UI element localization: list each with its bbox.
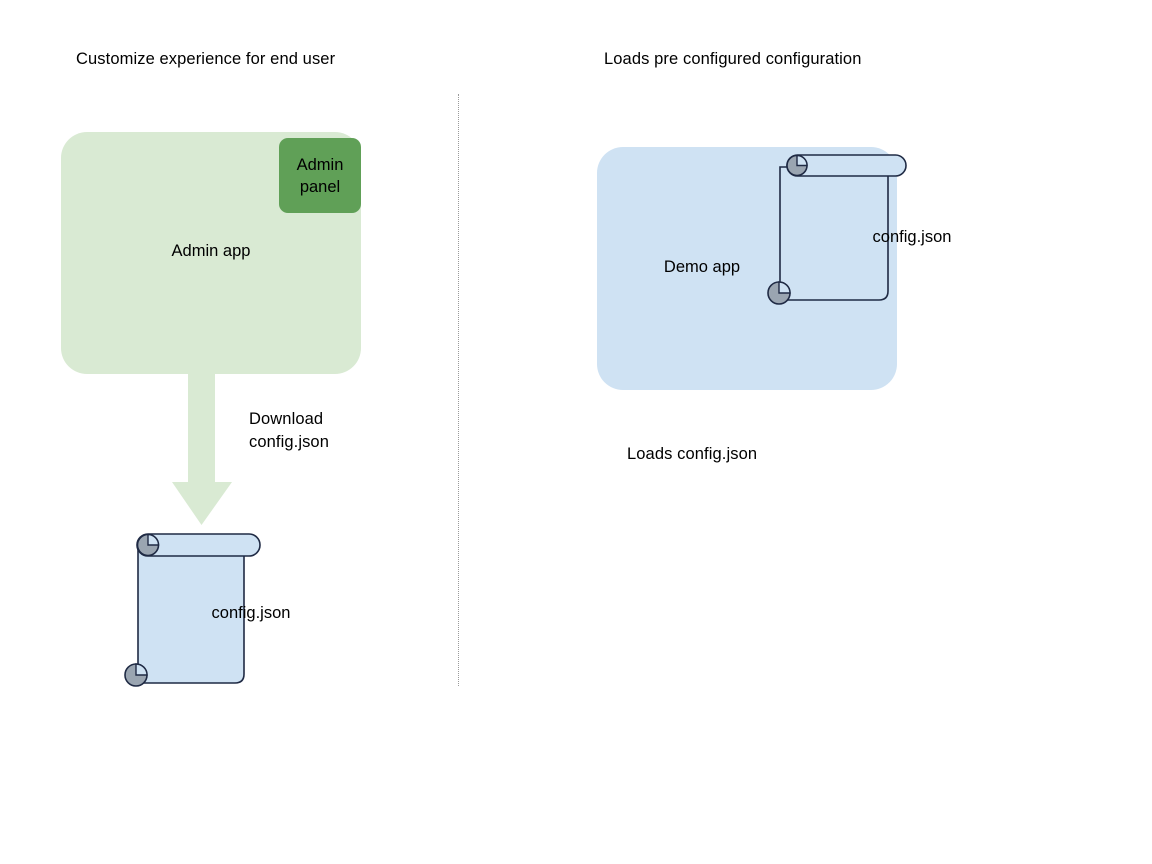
download-arrow-icon <box>172 372 232 525</box>
admin-panel-box[interactable]: Admin panel <box>279 138 361 213</box>
demo-app-label: Demo app <box>663 258 741 276</box>
admin-panel-label: Admin panel <box>296 155 344 196</box>
admin-app-label: Admin app <box>171 242 251 260</box>
scroll-document-icon <box>767 154 907 305</box>
section-heading-right: Loads pre configured configuration <box>604 50 862 68</box>
scroll-document-icon <box>124 533 261 687</box>
loads-config-caption: Loads config.json <box>627 445 758 463</box>
config-json-caption-right: config.json <box>872 228 952 246</box>
config-json-document-left[interactable]: config.json <box>120 528 290 690</box>
config-json-document-right[interactable]: config.json <box>762 152 951 310</box>
section-divider <box>458 94 459 686</box>
download-arrow-label: Download config.json <box>249 410 329 451</box>
config-json-caption-left: config.json <box>211 604 291 622</box>
section-heading-left: Customize experience for end user <box>76 50 336 68</box>
